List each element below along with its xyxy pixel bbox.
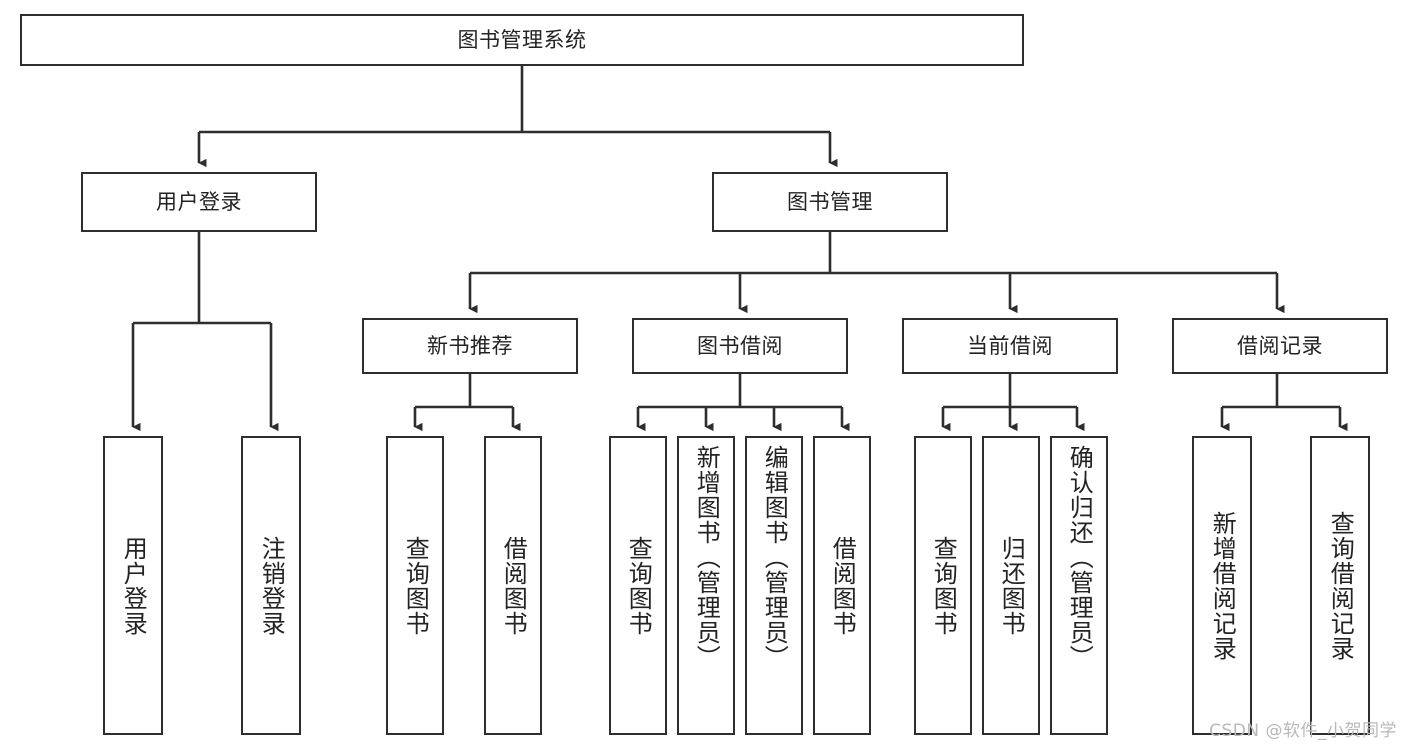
leaf-edit-book-admin[interactable]: 编辑图书（管理员）	[745, 436, 803, 735]
node-new-book-recommend-label: 新书推荐	[427, 333, 513, 358]
leaf-add-borrow-record-label: 新增借阅记录	[1208, 510, 1237, 661]
leaf-borrow-books-recommend-label: 借阅图书	[499, 535, 528, 636]
node-book-borrow-label: 图书借阅	[697, 333, 783, 358]
leaf-user-login-label: 用户登录	[119, 535, 148, 636]
node-current-borrow[interactable]: 当前借阅	[902, 318, 1118, 374]
leaf-query-books-borrow-label: 查询图书	[624, 535, 653, 636]
leaf-query-borrow-record[interactable]: 查询借阅记录	[1310, 436, 1370, 735]
leaf-borrow-books-borrow[interactable]: 借阅图书	[813, 436, 871, 735]
leaf-confirm-return-admin[interactable]: 确认归还（管理员）	[1050, 436, 1108, 735]
node-root-label: 图书管理系统	[457, 27, 587, 52]
leaf-borrow-books-borrow-label: 借阅图书	[828, 535, 857, 636]
node-borrow-records-label: 借阅记录	[1237, 333, 1323, 358]
node-book-management-label: 图书管理	[787, 189, 873, 214]
leaf-query-books-current[interactable]: 查询图书	[914, 436, 972, 735]
leaf-query-books-current-label: 查询图书	[929, 535, 958, 636]
leaf-edit-book-admin-label: 编辑图书（管理员）	[760, 445, 789, 670]
leaf-logout[interactable]: 注销登录	[241, 436, 301, 735]
node-user-login-label: 用户登录	[156, 189, 242, 214]
leaf-borrow-books-recommend[interactable]: 借阅图书	[484, 436, 542, 735]
leaf-confirm-return-admin-label: 确认归还（管理员）	[1065, 445, 1094, 670]
node-book-borrow[interactable]: 图书借阅	[632, 318, 848, 374]
leaf-user-login[interactable]: 用户登录	[103, 436, 163, 735]
leaf-query-books-recommend[interactable]: 查询图书	[386, 436, 444, 735]
leaf-return-books[interactable]: 归还图书	[982, 436, 1040, 735]
node-book-management[interactable]: 图书管理	[712, 172, 948, 232]
node-user-login[interactable]: 用户登录	[81, 172, 317, 232]
node-current-borrow-label: 当前借阅	[967, 333, 1053, 358]
leaf-add-borrow-record[interactable]: 新增借阅记录	[1192, 436, 1252, 735]
node-root[interactable]: 图书管理系统	[20, 14, 1024, 66]
leaf-query-books-borrow[interactable]: 查询图书	[609, 436, 667, 735]
leaf-return-books-label: 归还图书	[997, 535, 1026, 636]
node-new-book-recommend[interactable]: 新书推荐	[362, 318, 578, 374]
leaf-logout-label: 注销登录	[257, 535, 286, 636]
leaf-query-books-recommend-label: 查询图书	[401, 535, 430, 636]
leaf-add-book-admin[interactable]: 新增图书（管理员）	[677, 436, 735, 735]
leaf-query-borrow-record-label: 查询借阅记录	[1326, 510, 1355, 661]
leaf-add-book-admin-label: 新增图书（管理员）	[692, 445, 721, 670]
node-borrow-records[interactable]: 借阅记录	[1172, 318, 1388, 374]
csdn-watermark: CSDN @软件_小贺同学	[1209, 721, 1397, 741]
